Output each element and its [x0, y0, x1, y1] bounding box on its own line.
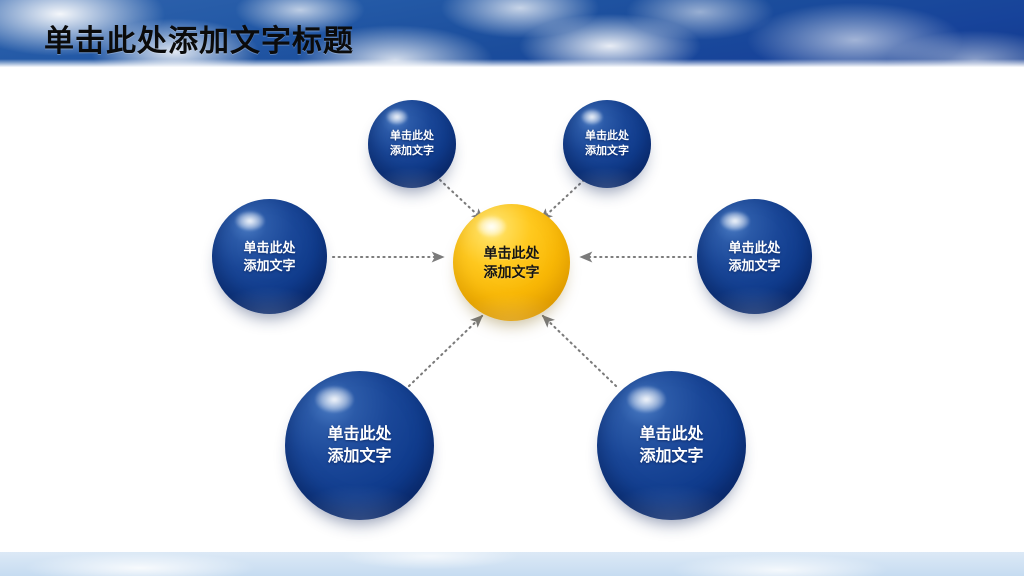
- node-top-right-label: 单击此处 添加文字: [585, 130, 629, 157]
- node-center-label: 单击此处 添加文字: [483, 245, 540, 280]
- node-bottom-left[interactable]: 单击此处 添加文字: [285, 371, 434, 520]
- node-right[interactable]: 单击此处 添加文字: [697, 199, 812, 314]
- connector-bottomright-to-center: [541, 314, 618, 388]
- page-title: 单击此处添加文字标题: [44, 25, 354, 58]
- connector-bottomleft-to-center: [407, 314, 484, 388]
- connector-topleft-to-center: [438, 178, 485, 222]
- node-left-label: 单击此处 添加文字: [243, 240, 296, 273]
- node-bottom-right[interactable]: 单击此处 添加文字: [597, 371, 746, 520]
- node-center[interactable]: 单击此处 添加文字: [453, 204, 570, 321]
- footer-band: [0, 552, 1024, 576]
- node-left[interactable]: 单击此处 添加文字: [212, 199, 327, 314]
- node-right-label: 单击此处 添加文字: [728, 240, 781, 273]
- node-bottom-right-label: 单击此处 添加文字: [639, 426, 704, 465]
- node-top-left-label: 单击此处 添加文字: [390, 130, 434, 157]
- node-top-left[interactable]: 单击此处 添加文字: [368, 100, 456, 188]
- connector-topright-to-center: [539, 178, 586, 222]
- node-top-right[interactable]: 单击此处 添加文字: [563, 100, 651, 188]
- header-banner: [0, 0, 1024, 68]
- node-bottom-left-label: 单击此处 添加文字: [327, 426, 392, 465]
- diagram-canvas: 单击此处 添加文字 单击此处 添加文字 单击此处 添加文字 单击此处 添加文字 …: [0, 68, 1024, 552]
- connector-arrows: [331, 178, 693, 388]
